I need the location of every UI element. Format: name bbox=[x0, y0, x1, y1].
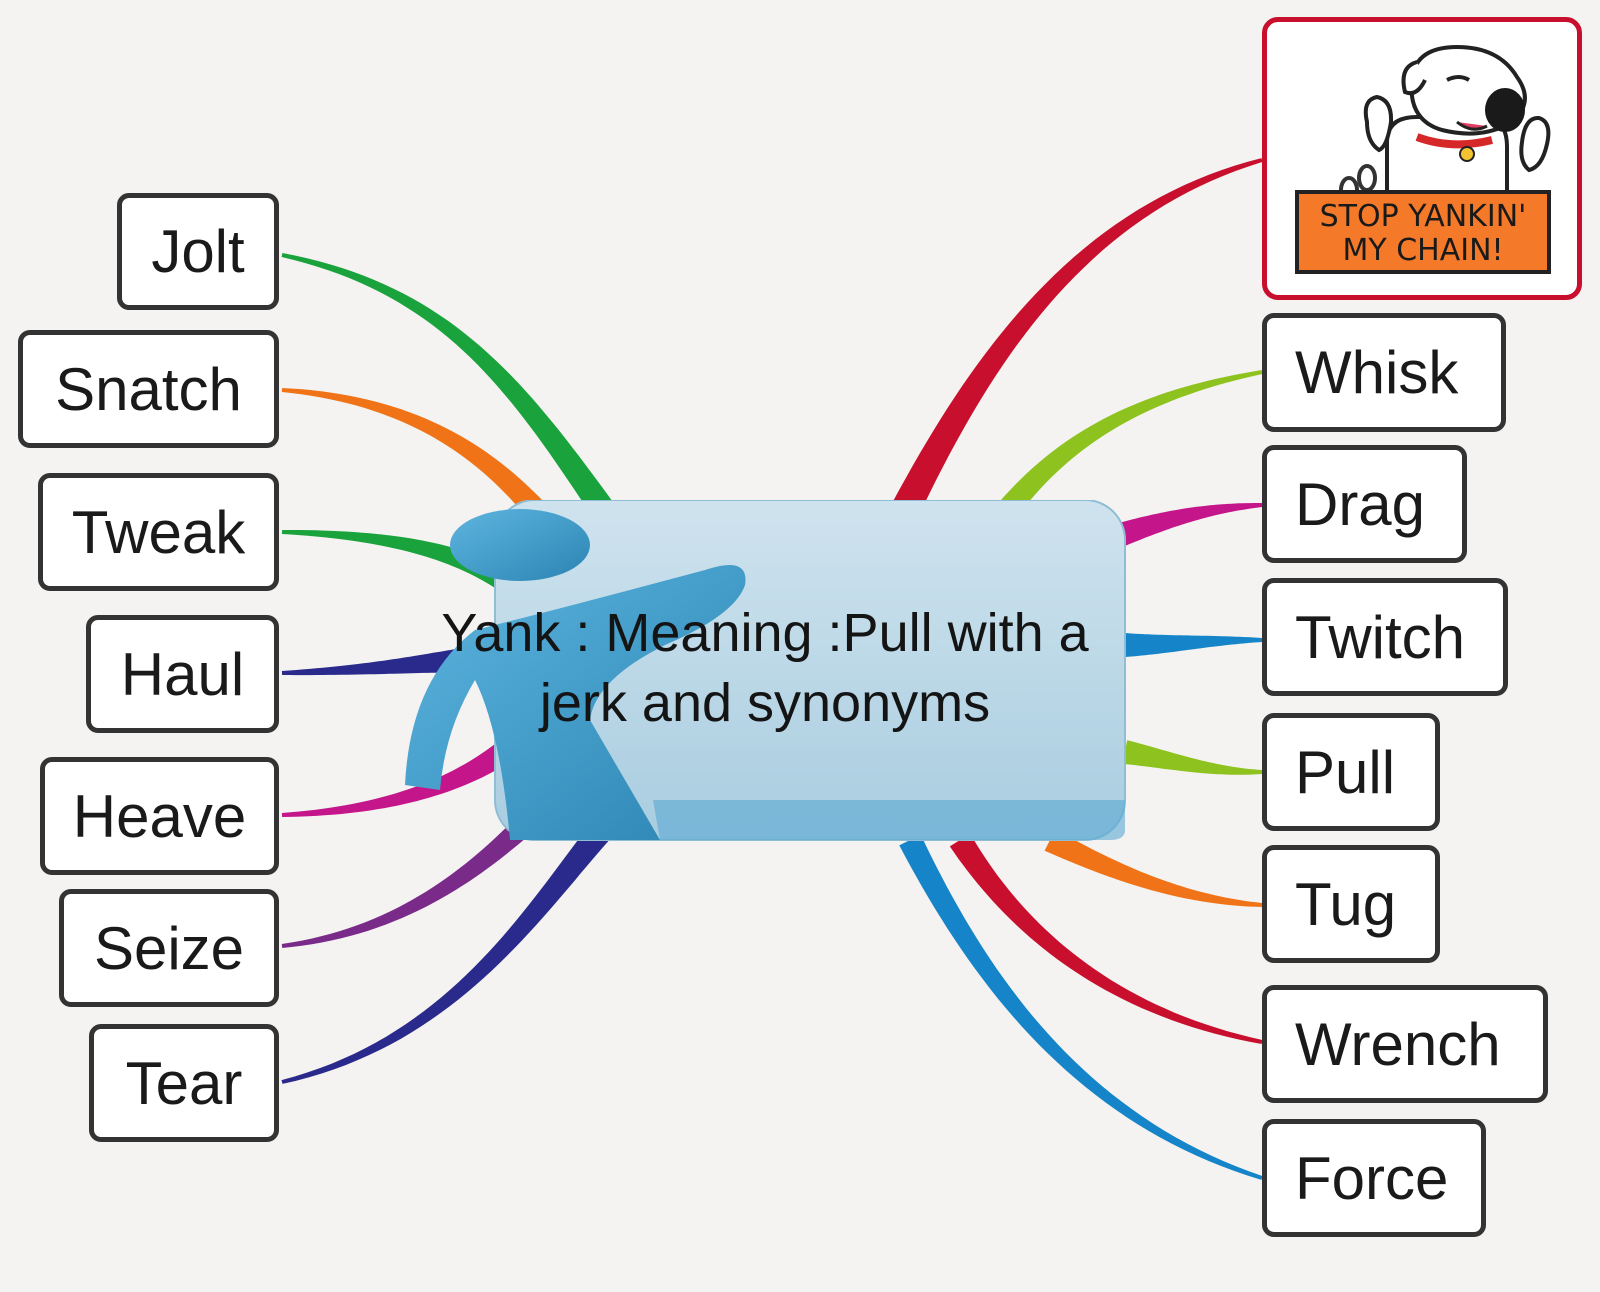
central-topic bbox=[405, 500, 1126, 841]
synonym-node-wrench: Wrench bbox=[1262, 985, 1548, 1103]
branch-left-haul bbox=[281, 647, 471, 676]
synonym-label: Haul bbox=[120, 640, 245, 708]
synonym-node-tear: Tear bbox=[89, 1024, 279, 1142]
branch-right-force bbox=[899, 834, 1263, 1180]
sign-board: STOP YANKIN' MY CHAIN! bbox=[1295, 190, 1551, 274]
synonym-label: Pull bbox=[1295, 738, 1396, 806]
cartoon-dog-icon bbox=[1297, 44, 1551, 256]
branch-right-image bbox=[886, 158, 1263, 527]
synonym-label: Twitch bbox=[1295, 603, 1466, 671]
synonym-node-seize: Seize bbox=[59, 889, 279, 1007]
synonym-label: Seize bbox=[93, 914, 245, 982]
branch-right-pull bbox=[1122, 740, 1262, 775]
synonym-node-twitch: Twitch bbox=[1262, 578, 1508, 696]
branch-right-drag bbox=[1116, 503, 1263, 547]
synonym-node-jolt: Jolt bbox=[117, 193, 279, 310]
synonym-node-snatch: Snatch bbox=[18, 330, 279, 448]
synonym-node-whisk: Whisk bbox=[1262, 313, 1506, 432]
synonym-node-force: Force bbox=[1262, 1119, 1486, 1237]
person-figure-icon bbox=[405, 509, 746, 840]
branch-right-wrench bbox=[949, 833, 1263, 1044]
synonym-node-haul: Haul bbox=[86, 615, 279, 733]
branch-left-tear bbox=[281, 811, 620, 1084]
synonym-node-pull: Pull bbox=[1262, 713, 1440, 831]
synonym-node-tug: Tug bbox=[1262, 845, 1440, 963]
synonym-label: Tweak bbox=[71, 498, 246, 566]
card-base-shadow bbox=[653, 800, 1125, 840]
synonym-node-drag: Drag bbox=[1262, 445, 1467, 563]
image-node: STOP YANKIN' MY CHAIN! bbox=[1262, 17, 1582, 300]
synonym-node-heave: Heave bbox=[40, 757, 279, 875]
sign-line-2: MY CHAIN! bbox=[1342, 233, 1503, 268]
synonym-label: Force bbox=[1295, 1144, 1449, 1212]
sign-line-1: STOP YANKIN' bbox=[1320, 199, 1527, 234]
synonym-label: Heave bbox=[72, 782, 247, 850]
synonym-label: Whisk bbox=[1295, 339, 1459, 406]
synonym-label: Jolt bbox=[151, 218, 245, 285]
synonym-label: Tug bbox=[1295, 870, 1397, 938]
branch-left-jolt bbox=[281, 253, 621, 528]
synonym-label: Drag bbox=[1295, 470, 1426, 538]
synonym-node-tweak: Tweak bbox=[38, 473, 279, 591]
cartoon-dog-illustration: STOP YANKIN' MY CHAIN! bbox=[1295, 44, 1551, 274]
synonym-label: Tear bbox=[125, 1049, 243, 1117]
branch-right-twitch bbox=[1125, 633, 1262, 657]
synonym-label: Snatch bbox=[55, 355, 242, 423]
synonym-label: Wrench bbox=[1295, 1010, 1501, 1078]
central-topic-title: Yank : Meaning :Pull with a jerk and syn… bbox=[441, 603, 1089, 733]
